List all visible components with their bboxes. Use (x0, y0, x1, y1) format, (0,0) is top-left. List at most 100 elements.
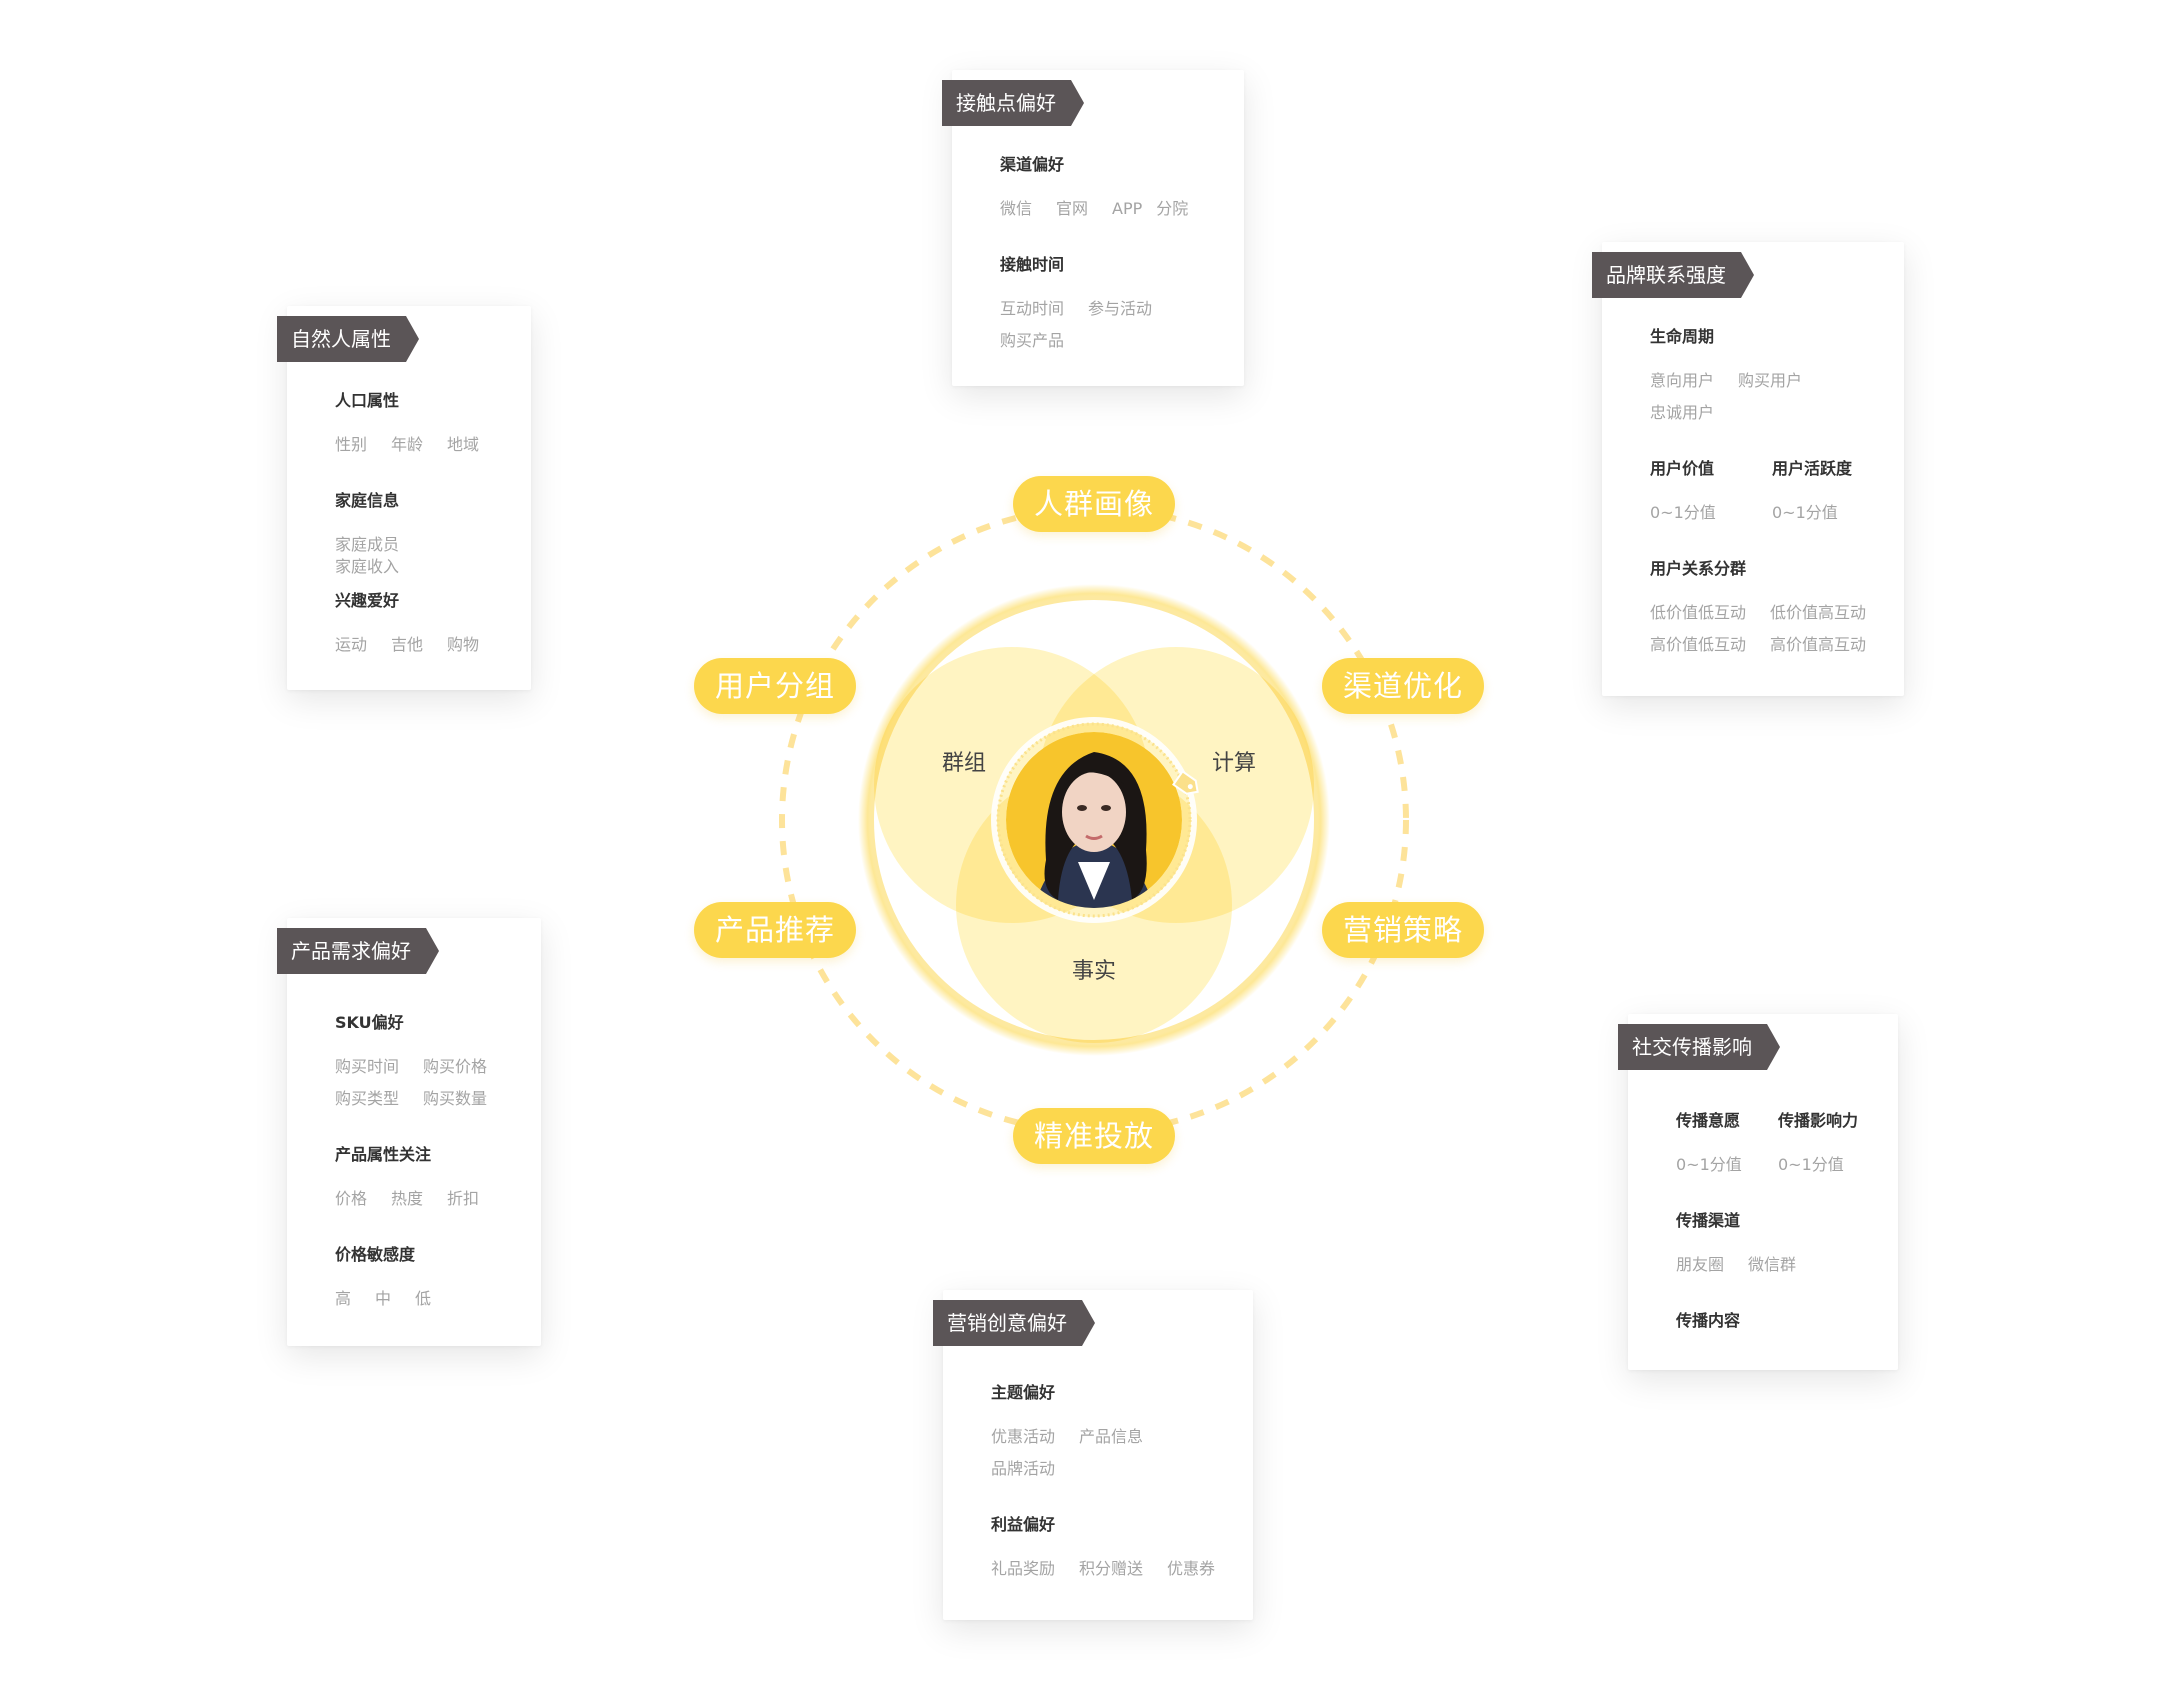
card-social-influence: 社交传播影响 传播意愿 0~1分值 传播影响力 0~1分值 传播渠道 朋友圈微信… (1628, 1014, 1898, 1370)
attr-item: 中 (375, 1289, 392, 1308)
section-title: SKU偏好 (335, 1013, 404, 1032)
section-hobbies: 兴趣爱好 运动 吉他 购物 (335, 590, 511, 656)
card-natural-attributes: 自然人属性 人口属性 性别年龄地域 家庭信息 家庭成员家庭收入 兴趣爱好 运动吉… (287, 306, 531, 690)
section-title: 传播意愿 (1676, 1111, 1741, 1130)
section-spread-influence: 传播影响力 0~1分值 (1778, 1110, 1868, 1176)
pill-crowd-portrait[interactable]: 人群画像 (1013, 476, 1175, 532)
section-title: 利益偏好 (991, 1515, 1056, 1534)
attr-item: 高价值低互动 (1650, 635, 1747, 654)
section-spread-channels: 传播渠道 朋友圈 微信群 (1676, 1210, 1878, 1276)
attr-item: 家庭收入 (335, 557, 400, 576)
section-title: 人口属性 (335, 391, 400, 410)
avatar-ring (991, 717, 1197, 923)
section-spread-willingness: 传播意愿 0~1分值 (1676, 1110, 1766, 1176)
section-user-activity: 用户活跃度 0~1分值 (1772, 458, 1862, 524)
section-sku-preference: SKU偏好 购买时间 购买价格 购买类型 购买数量 (335, 1012, 521, 1110)
attr-item: 运动 (335, 635, 368, 654)
attr-item: 购买产品 (1000, 331, 1065, 350)
section-title: 兴趣爱好 (335, 591, 400, 610)
attr-item: 折扣 (447, 1189, 480, 1208)
section-title: 传播内容 (1676, 1311, 1741, 1330)
attr-item: 意向用户 (1650, 371, 1715, 390)
attr-item: 低 (415, 1289, 432, 1308)
section-product-attributes: 产品属性关注 价格 热度 折扣 (335, 1144, 521, 1210)
section-user-relationship-groups: 用户关系分群 低价值低互动 低价值高互动 高价值低互动 高价值高互动 (1650, 558, 1884, 656)
venn-label-compute: 计算 (1212, 751, 1256, 776)
attr-item: 高 (335, 1289, 352, 1308)
pill-marketing-strategy[interactable]: 营销策略 (1322, 902, 1484, 958)
attr-item: 分院 (1156, 199, 1189, 218)
attr-item: APP (1112, 199, 1143, 218)
attr-item: 价格 (335, 1189, 368, 1208)
section-title: 接触时间 (1000, 255, 1065, 274)
attr-item: 互动时间 (1000, 299, 1065, 318)
section-title: 生命周期 (1650, 327, 1715, 346)
attr-item: 低价值高互动 (1770, 603, 1867, 622)
avatar (1006, 732, 1182, 908)
attr-item: 优惠活动 (991, 1427, 1056, 1446)
section-title: 用户活跃度 (1772, 459, 1853, 478)
section-title: 用户关系分群 (1650, 559, 1747, 578)
section-lifecycle: 生命周期 意向用户 购买用户 忠诚用户 (1650, 326, 1884, 424)
section-title: 用户价值 (1650, 459, 1715, 478)
attr-item: 购买用户 (1738, 371, 1803, 390)
attr-item: 购物 (447, 635, 480, 654)
section-theme-preference: 主题偏好 优惠活动产品信息 品牌活动 (991, 1382, 1233, 1480)
attr-item: 优惠券 (1167, 1559, 1216, 1578)
venn-label-fact: 事实 (1072, 959, 1116, 984)
attr-item: 吉他 (391, 635, 424, 654)
card-tag: 自然人属性 (277, 316, 419, 362)
attr-item: 微信群 (1748, 1255, 1797, 1274)
section-title: 传播影响力 (1778, 1111, 1859, 1130)
attr-item: 地域 (447, 435, 480, 454)
score-value: 0~1分值 (1772, 503, 1838, 522)
score-value: 0~1分值 (1650, 503, 1716, 522)
attr-item: 积分赠送 (1079, 1559, 1144, 1578)
pill-product-recommendation[interactable]: 产品推荐 (694, 902, 856, 958)
section-family-info: 家庭信息 家庭成员家庭收入 (335, 490, 511, 578)
section-title: 主题偏好 (991, 1383, 1056, 1402)
attr-item: 低价值低互动 (1650, 603, 1747, 622)
attr-item: 年龄 (391, 435, 424, 454)
card-tag: 营销创意偏好 (933, 1300, 1095, 1346)
section-title: 传播渠道 (1676, 1211, 1741, 1230)
card-tag: 品牌联系强度 (1592, 252, 1754, 298)
section-benefit-preference: 利益偏好 礼品奖励 积分赠送 优惠券 (991, 1514, 1233, 1580)
attr-item: 高价值高互动 (1770, 635, 1867, 654)
pill-user-grouping[interactable]: 用户分组 (694, 658, 856, 714)
section-title: 产品属性关注 (335, 1145, 432, 1164)
attr-item: 性别 (335, 435, 368, 454)
attr-item: 热度 (391, 1189, 424, 1208)
attr-item: 家庭成员 (335, 535, 400, 554)
attr-item: 参与活动 (1088, 299, 1153, 318)
attr-item: 忠诚用户 (1650, 403, 1715, 422)
card-tag: 社交传播影响 (1618, 1024, 1780, 1070)
attr-item: 产品信息 (1079, 1427, 1144, 1446)
score-value: 0~1分值 (1778, 1155, 1844, 1174)
attr-item: 微信 (1000, 199, 1033, 218)
attr-item: 购买数量 (423, 1089, 488, 1108)
venn-label-group: 群组 (942, 751, 986, 776)
attr-item: 购买价格 (423, 1057, 488, 1076)
card-brand-connection: 品牌联系强度 生命周期 意向用户购买用户 忠诚用户 用户价值 0~1分值 用户活… (1602, 242, 1904, 696)
section-title: 家庭信息 (335, 491, 400, 510)
pill-channel-optimization[interactable]: 渠道优化 (1322, 658, 1484, 714)
pill-precise-delivery[interactable]: 精准投放 (1013, 1108, 1175, 1164)
section-title: 价格敏感度 (335, 1245, 416, 1264)
card-marketing-creative: 营销创意偏好 主题偏好 优惠活动产品信息 品牌活动 利益偏好 礼品奖励积分赠送优… (943, 1290, 1253, 1620)
attr-item: 购买时间 (335, 1057, 400, 1076)
score-value: 0~1分值 (1676, 1155, 1742, 1174)
attr-item: 购买类型 (335, 1089, 400, 1108)
card-product-demand: 产品需求偏好 SKU偏好 购买时间购买价格 购买类型购买数量 产品属性关注 价格… (287, 918, 541, 1346)
card-tag: 产品需求偏好 (277, 928, 439, 974)
tag-icon (1172, 770, 1199, 795)
section-contact-time: 接触时间 互动时间 参与活动 购买产品 (1000, 254, 1224, 352)
section-price-sensitivity: 价格敏感度 高 中 低 (335, 1244, 521, 1310)
attr-item: 礼品奖励 (991, 1559, 1056, 1578)
card-tag: 接触点偏好 (942, 80, 1084, 126)
section-spread-content: 传播内容 (1676, 1310, 1878, 1332)
attr-item: 朋友圈 (1676, 1255, 1725, 1274)
